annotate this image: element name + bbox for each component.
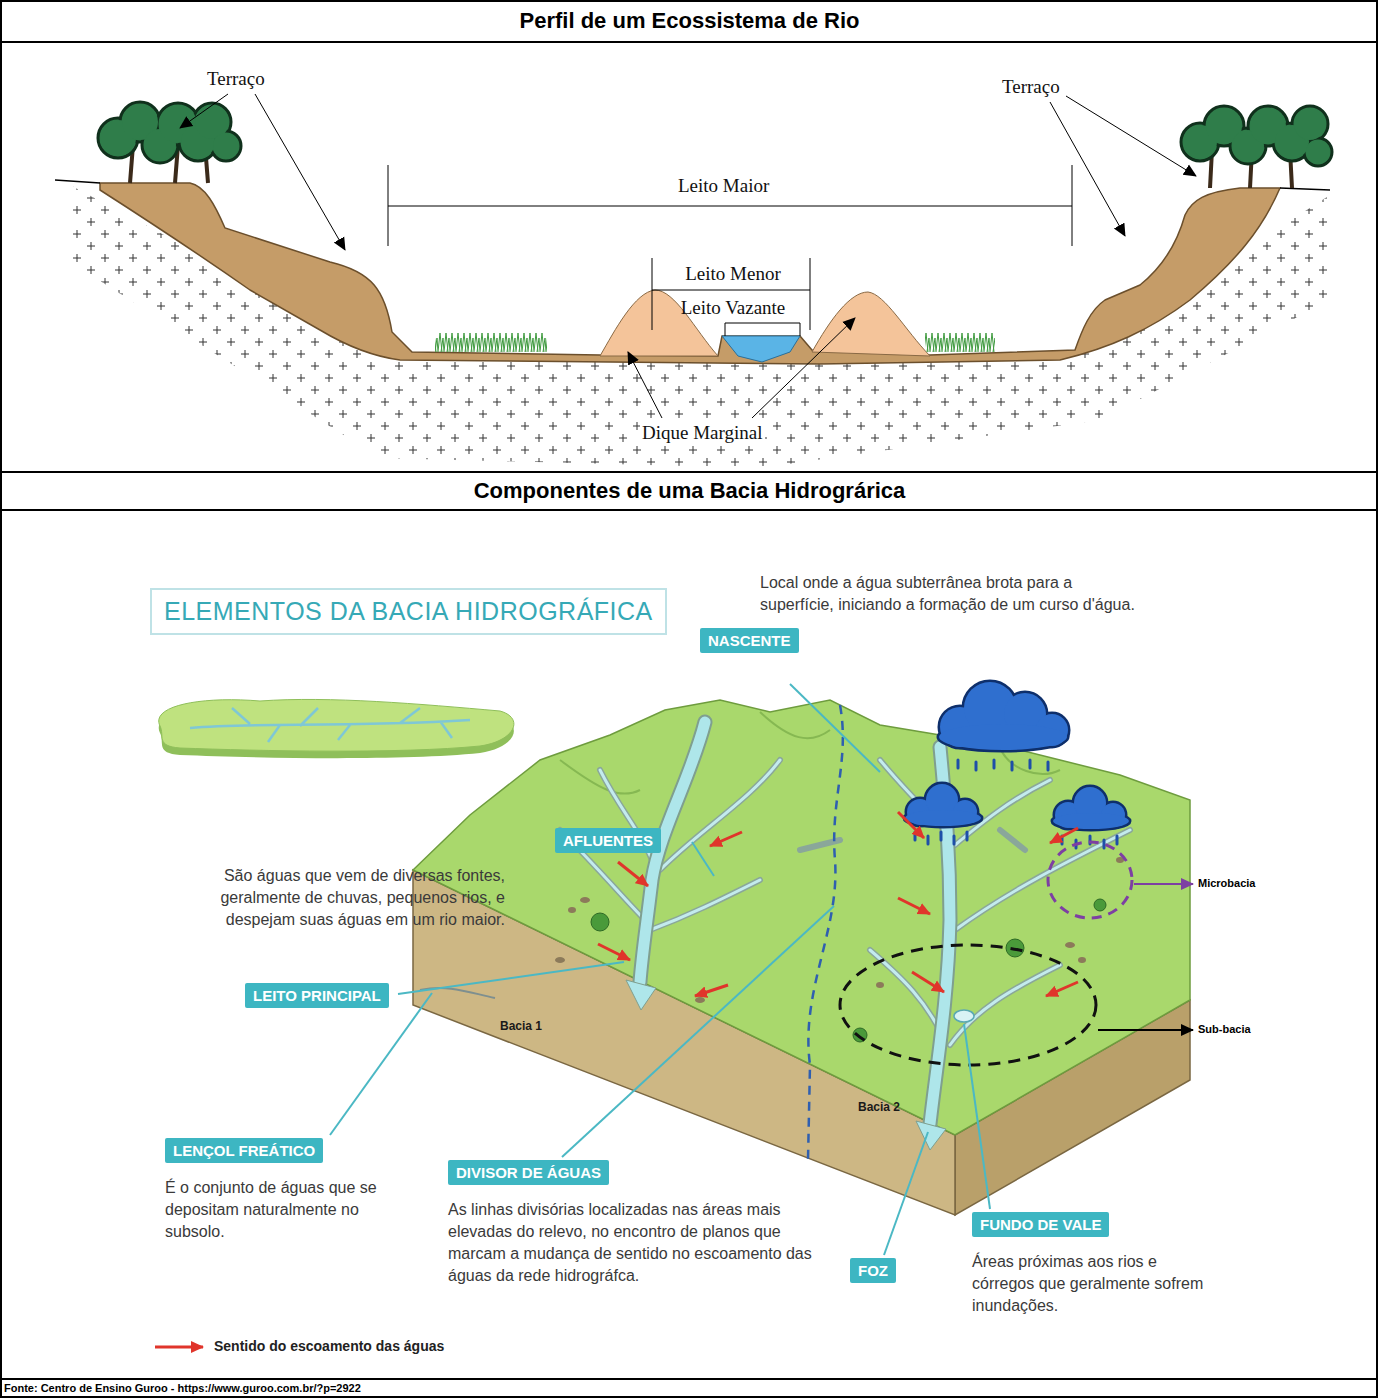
part-label: Sub-bacia [1198,1023,1251,1035]
callout-label: FUNDO DE VALE [972,1212,1109,1237]
diagram-title: ELEMENTOS DA BACIA HIDROGRÁFICA [164,597,653,626]
callout-box: DIVISOR DE ÁGUAS As linhas divisórias loc… [448,1160,848,1287]
callout-box: FOZ [850,1258,930,1283]
part-label: Terraço [205,68,267,90]
header-band: Componentes de uma Bacia Hidrográrica [0,472,1379,510]
callout-box: AFLUENTES São águas que vem de diversas f… [155,828,695,931]
callout-label: LEITO PRINCIPAL [245,983,389,1008]
legend-arrow [155,1346,203,1349]
part-label: Leito Menor [652,263,814,285]
callout-description: É o conjunto de águas que se depositam n… [165,1177,405,1243]
callout-label: FOZ [850,1258,896,1283]
section-heading: Componentes de uma Bacia Hidrográrica [474,478,906,504]
part-label: Terraço [1000,76,1062,98]
title-box: ELEMENTOS DA BACIA HIDROGRÁFICA [150,588,667,635]
part-label: Bacia 1 [500,1019,542,1033]
callout-description: São águas que vem de diversas fontes, ge… [155,865,505,931]
header-band: Perfil de um Ecossistema de Rio [0,0,1379,42]
callout-box: Local onde a água subterrânea brota para… [700,572,1140,653]
callout-label: NASCENTE [700,628,799,653]
section-heading: Perfil de um Ecossistema de Rio [520,8,860,34]
callout-label: AFLUENTES [555,828,661,853]
callout-description: As linhas divisórias localizadas nas áre… [448,1199,840,1287]
part-label: Leito Vazante [652,297,814,319]
source-caption: Fonte: Centro de Ensino Guroo - https://… [4,1382,361,1394]
legend-label: Sentido do escoamento das águas [214,1338,444,1354]
part-label: Microbacia [1198,877,1255,889]
part-label: Leito Maior [676,175,771,197]
callout-label: LENÇOL FREÁTICO [165,1138,323,1163]
callout-box: FUNDO DE VALE Áreas próximas aos rios e c… [972,1212,1232,1317]
part-label: Bacia 2 [858,1100,900,1114]
callout-description: Local onde a água subterrânea brota para… [760,572,1135,616]
callout-label: DIVISOR DE ÁGUAS [448,1160,609,1185]
callout-description: Áreas próximas aos rios e córregos que g… [972,1251,1212,1317]
part-label: Dique Marginal [640,422,765,444]
callout-box: LENÇOL FREÁTICO É o conjunto de águas que… [165,1138,415,1243]
callout-box: LEITO PRINCIPAL [245,983,445,1008]
